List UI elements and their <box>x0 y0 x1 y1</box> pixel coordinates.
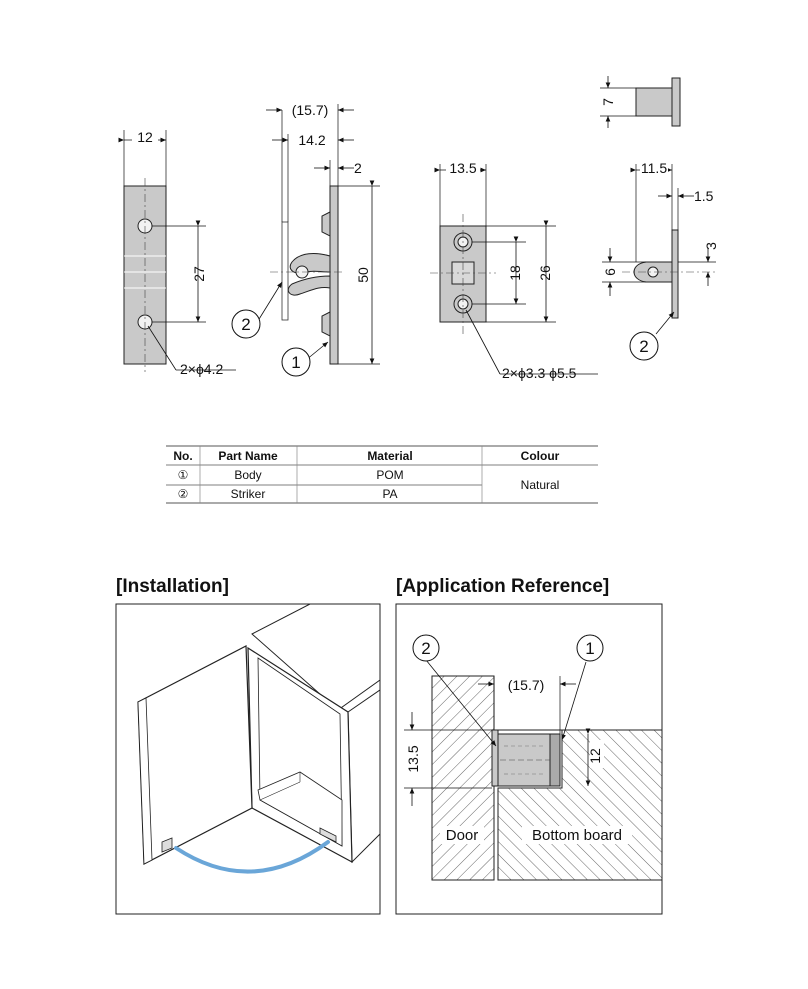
dim-striker-pitch: 18 <box>507 265 523 281</box>
dim-striker-depth: 14.2 <box>298 132 325 148</box>
dim-striker-height: 26 <box>537 265 553 281</box>
dim-pin-height: 7 <box>600 98 616 106</box>
callout-striker-pin: 2 <box>639 337 648 356</box>
table-header-material: Material <box>367 449 412 463</box>
app-dim-thickness: 12 <box>587 748 603 764</box>
callout-striker-side: 2 <box>241 315 250 334</box>
installation-illustration <box>115 603 381 915</box>
app-label-board: Bottom board <box>532 827 622 844</box>
table-row-1-part: Body <box>234 468 261 482</box>
table-row-2-no: ② <box>178 487 189 501</box>
dim-pin-dia: 6 <box>602 268 618 276</box>
application-illustration: 13.5 (15.7) 12 2 1 Door Bottom board <box>395 603 663 915</box>
table-row-1-no: ① <box>178 468 189 482</box>
app-callout-striker: 2 <box>421 639 430 658</box>
table-row-1-material: POM <box>376 468 403 482</box>
dim-body-holes: 2×ϕ4.2 <box>180 361 223 377</box>
dim-height: 50 <box>355 267 371 283</box>
table-row-2-material: PA <box>382 487 397 501</box>
dim-striker-width: 13.5 <box>449 160 476 176</box>
dim-flange: 2 <box>354 160 362 176</box>
app-callout-body: 1 <box>585 639 594 658</box>
side-view: (15.7) 14.2 2 50 2 1 <box>231 102 380 377</box>
body-front-view: 12 27 2×ϕ4.2 <box>118 129 236 377</box>
application-title: [Application Reference] <box>396 576 609 597</box>
app-dim-depth: (15.7) <box>508 677 545 693</box>
table-row-2-part: Striker <box>231 487 266 501</box>
dim-pin-offset: 3 <box>703 242 719 250</box>
dim-hole-pitch: 27 <box>191 266 207 282</box>
installation-title: [Installation] <box>116 576 229 597</box>
table-header-colour: Colour <box>521 449 560 463</box>
dim-pin-length: 11.5 <box>641 160 667 176</box>
table-header-no: No. <box>173 449 192 463</box>
app-dim-height: 13.5 <box>405 745 421 772</box>
dim-plate-thickness: 1.5 <box>694 188 714 204</box>
table-header-part: Part Name <box>218 449 278 463</box>
app-label-door: Door <box>446 827 479 844</box>
dim-overall-depth: (15.7) <box>292 102 329 118</box>
striker-pin-top-view: 7 <box>600 76 681 128</box>
dim-striker-holes: 2×ϕ3.3 ϕ5.5 <box>502 365 577 381</box>
dim-body-width: 12 <box>137 129 153 145</box>
striker-pin-side-view: 11.5 1.5 6 3 2 <box>602 160 719 361</box>
striker-front-view: 13.5 18 26 2×ϕ3.3 ϕ5.5 <box>430 160 598 381</box>
table-colour: Natural <box>521 478 560 492</box>
callout-body-side: 1 <box>291 353 300 372</box>
parts-table: No. Part Name Material Colour ① Body POM… <box>166 445 598 504</box>
